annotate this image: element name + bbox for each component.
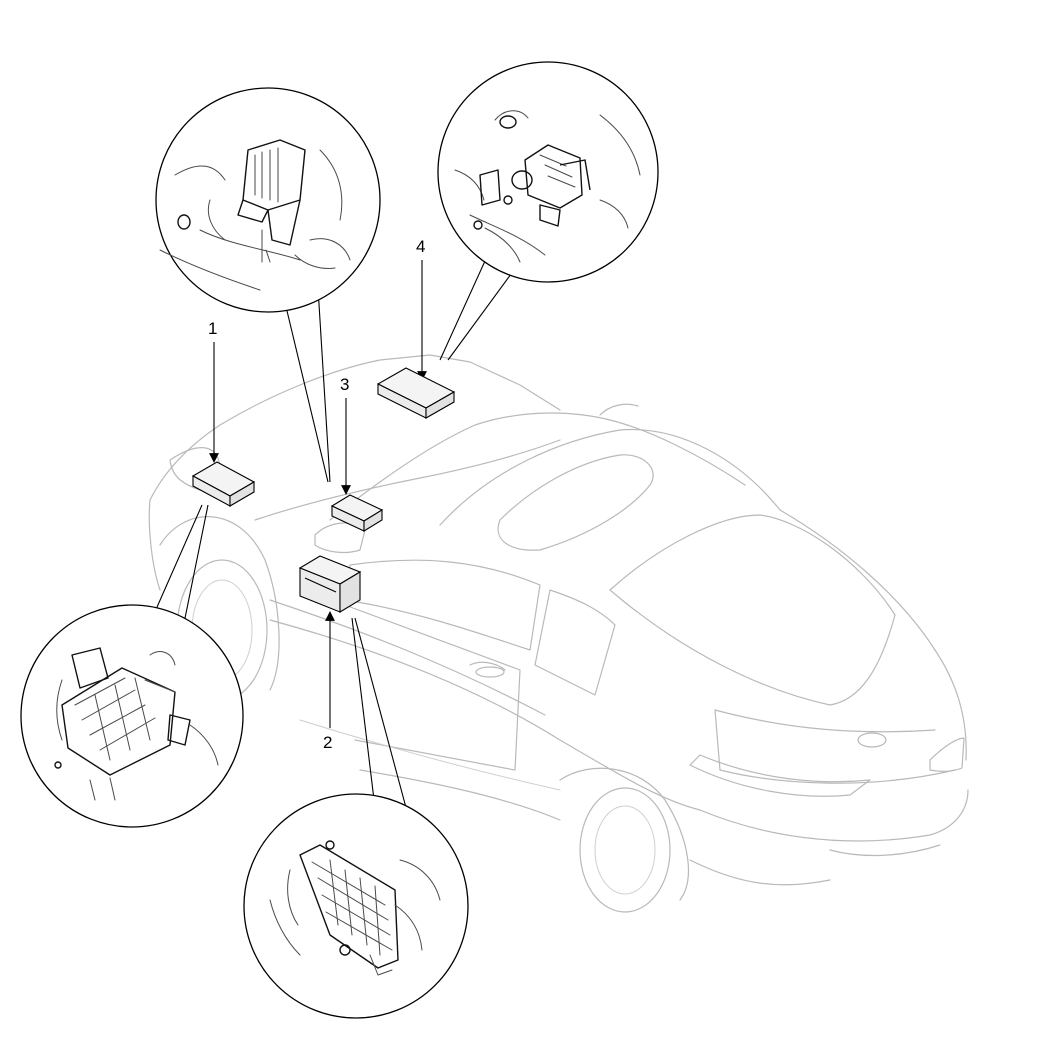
callout-3: 3 xyxy=(340,375,351,495)
junction-box-icon xyxy=(376,367,456,419)
detail-engine-fuse-box xyxy=(54,647,219,801)
detail-bracket-unit xyxy=(159,139,351,291)
callout-label-4: 4 xyxy=(416,237,425,256)
magnifier-circle-icon xyxy=(243,793,469,1019)
callout-label-2: 2 xyxy=(323,733,332,752)
detail-fuse-relay-block xyxy=(454,110,641,263)
callout-label-1: 1 xyxy=(208,319,217,338)
callout-1: 1 xyxy=(208,319,219,463)
junction-box-icon xyxy=(298,555,362,613)
junction-box-icon xyxy=(191,461,256,507)
magnifier-leaders xyxy=(149,249,526,816)
callout-label-3: 3 xyxy=(340,375,349,394)
car-outline-icon xyxy=(148,354,969,913)
detail-interior-junction-box xyxy=(269,840,441,976)
callout-4: 4 xyxy=(416,237,427,381)
junction-box-icon xyxy=(330,494,384,532)
magnifier-circle-icon xyxy=(437,61,659,283)
magnifier-circle-icon xyxy=(155,87,381,313)
magnifier-circle-icon xyxy=(20,604,244,828)
callout-2: 2 xyxy=(323,611,335,752)
